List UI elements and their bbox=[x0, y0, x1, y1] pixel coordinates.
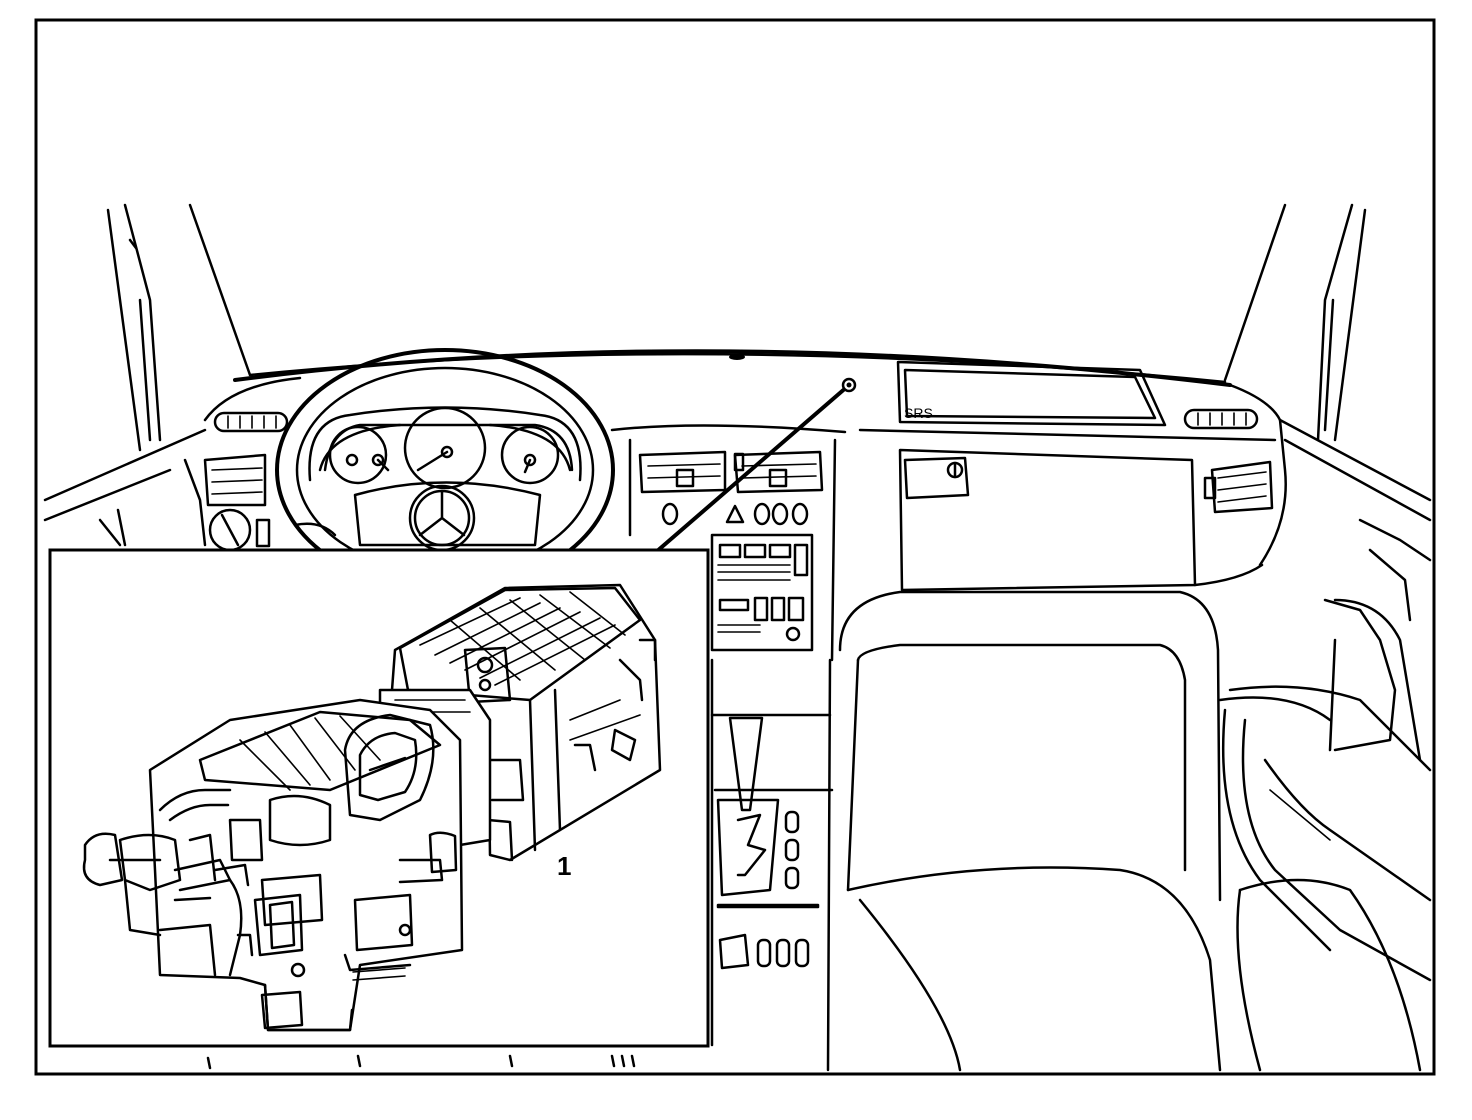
radio-unit bbox=[710, 533, 814, 652]
glovebox bbox=[898, 448, 1264, 592]
passenger-airbag: SRS bbox=[858, 360, 1277, 442]
hazard-button bbox=[725, 504, 745, 524]
tachometer-gauge bbox=[328, 425, 388, 485]
inset-panel: 1 bbox=[48, 548, 710, 1048]
callout-1: 1 bbox=[557, 851, 571, 881]
left-door-trim bbox=[43, 428, 207, 547]
gear-lever bbox=[728, 716, 764, 812]
steering-hub bbox=[293, 481, 542, 552]
tick-marks bbox=[206, 1054, 636, 1070]
vehicle-interior: SRS bbox=[43, 203, 1432, 1072]
instrument-cluster bbox=[308, 406, 582, 490]
right-door bbox=[1218, 418, 1432, 982]
center-vents bbox=[610, 424, 847, 662]
fuel-gauge bbox=[500, 425, 560, 485]
left-a-pillar bbox=[106, 203, 252, 452]
right-a-pillar bbox=[1223, 203, 1367, 442]
srs-marking: SRS bbox=[904, 405, 933, 421]
speedometer-gauge bbox=[403, 406, 487, 490]
shift-console bbox=[710, 658, 834, 1072]
climate-control-housing bbox=[82, 583, 662, 1032]
left-air-vent bbox=[203, 411, 289, 552]
leader-line bbox=[654, 377, 857, 554]
passenger-seat bbox=[838, 590, 1422, 1072]
right-air-vent bbox=[1183, 408, 1274, 514]
